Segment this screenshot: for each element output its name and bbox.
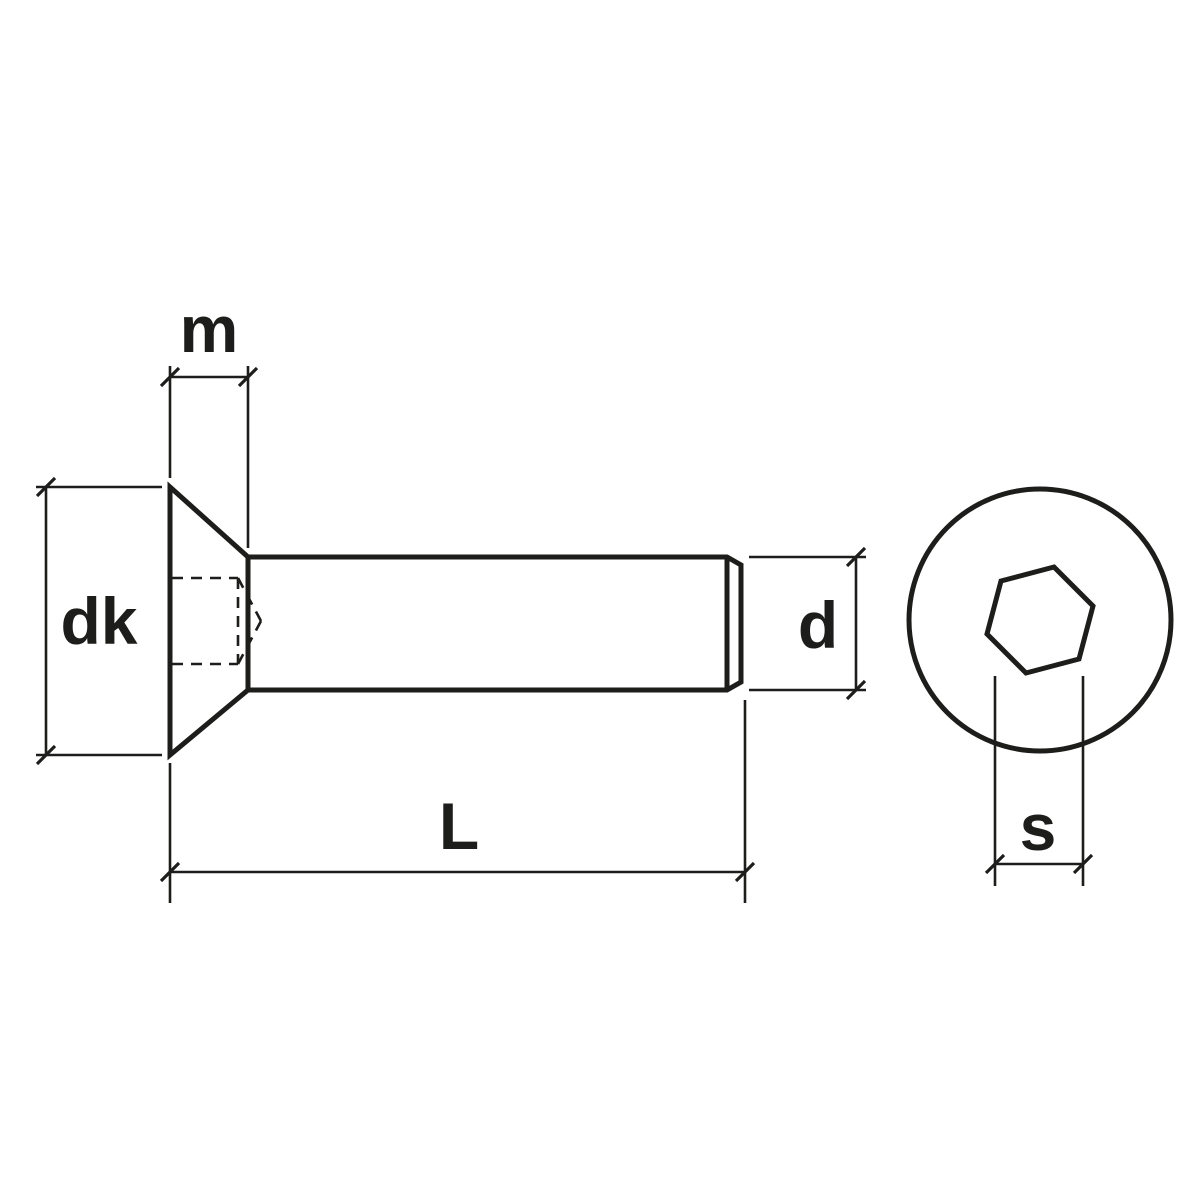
m-tick-right — [237, 366, 259, 388]
s-tick-left — [984, 853, 1006, 875]
hidden-socket-lines — [172, 576, 263, 666]
d-tick-bottom — [845, 679, 867, 701]
dimension-label-m: m — [180, 292, 239, 366]
dimension-s: s — [984, 676, 1094, 886]
side-view — [167, 481, 744, 761]
dimension-m: m — [159, 292, 259, 548]
socket-cone-upper-hidden-line — [236, 577, 263, 622]
dimension-label-d: d — [798, 588, 838, 662]
dimension-label-L: L — [439, 789, 479, 863]
dk-tick-top — [35, 476, 57, 498]
dimension-L: L — [159, 700, 756, 903]
hex-socket — [984, 564, 1096, 676]
dimension-label-s: s — [1020, 790, 1057, 864]
L-tick-right — [734, 861, 756, 883]
L-tick-left — [159, 861, 181, 883]
front-view — [906, 486, 1174, 754]
dimension-label-dk: dk — [60, 584, 137, 658]
socket-cone-lower-hidden-line — [236, 620, 263, 665]
dimension-d: d — [749, 546, 867, 701]
dk-tick-bottom — [35, 744, 57, 766]
d-tick-top — [845, 546, 867, 568]
screw-outline — [167, 481, 744, 761]
s-tick-right — [1072, 853, 1094, 875]
dimension-dk: dk — [35, 476, 162, 766]
m-tick-left — [159, 366, 181, 388]
head-outline-circle — [906, 486, 1174, 754]
